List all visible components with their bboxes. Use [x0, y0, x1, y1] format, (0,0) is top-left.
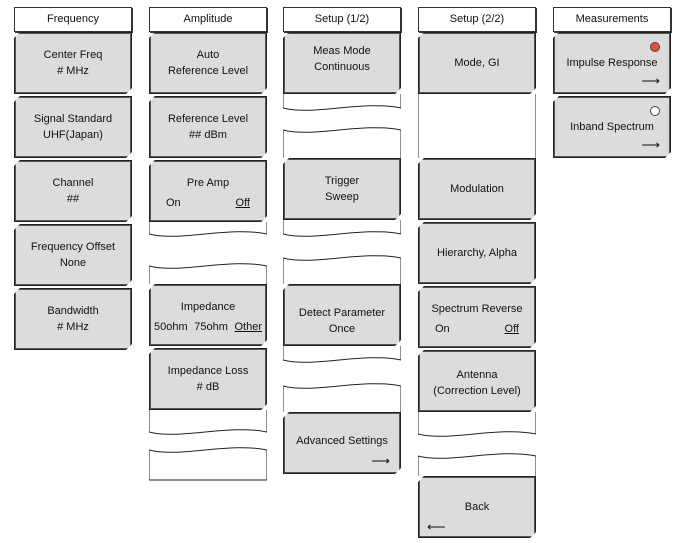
key-label: Impedance Loss [167, 365, 249, 377]
key-label: Antenna [456, 369, 498, 381]
key-label: Channel [52, 177, 94, 189]
key-label: Impedance [180, 301, 236, 313]
pre-amp-key[interactable]: Pre Amp On Off [149, 160, 267, 222]
spectrum-reverse-key[interactable]: Spectrum Reverse On Off [418, 286, 536, 348]
setup2-menu-header: Setup (2/2) [418, 7, 536, 32]
blank-key-gap [149, 222, 267, 284]
key-value: UHF(Japan) [43, 129, 103, 141]
option-on: On [435, 323, 450, 335]
key-label: Hierarchy, Alpha [437, 247, 517, 259]
option-other-selected: Other [234, 321, 262, 333]
channel-key[interactable]: Channel ## [14, 160, 132, 222]
blank-key-gap [418, 412, 536, 476]
center-freq-key[interactable]: Center Freq # MHz [14, 32, 132, 94]
key-label: Inband Spectrum [570, 121, 654, 133]
key-label: Reference Level [167, 113, 249, 125]
antenna-key[interactable]: Antenna (Correction Level) [418, 350, 536, 412]
arrow-left-icon: ⟵ [427, 519, 446, 534]
key-value: ## dBm [189, 129, 227, 141]
key-label-line2: Reference Level [167, 65, 249, 77]
inactive-indicator-icon [650, 106, 660, 116]
key-label: Frequency Offset [30, 241, 116, 253]
key-label: Back [464, 501, 490, 513]
frequency-menu-header: Frequency [14, 7, 132, 32]
option-on: On [166, 197, 181, 209]
key-value: # MHz [57, 65, 89, 77]
option-75ohm: 75ohm [194, 321, 228, 333]
key-label: Signal Standard [33, 113, 113, 125]
option-off-selected: Off [504, 323, 519, 335]
arrow-right-icon: ⟶ [641, 73, 660, 88]
key-value: None [59, 257, 87, 269]
key-label: Mode, GI [454, 57, 500, 69]
key-label: Trigger [324, 175, 360, 187]
key-label: Modulation [450, 183, 504, 195]
active-indicator-icon [650, 42, 660, 52]
inband-spectrum-key[interactable]: Inband Spectrum ⟶ [553, 96, 671, 158]
blank-key-gap [283, 94, 401, 158]
mode-gi-key[interactable]: Mode, GI [418, 32, 536, 94]
key-label: Center Freq [43, 49, 103, 61]
key-label: Advanced Settings [296, 435, 388, 447]
modulation-key[interactable]: Modulation [418, 158, 536, 220]
key-value: (Correction Level) [433, 385, 521, 397]
key-value: Continuous [314, 61, 370, 73]
key-label: Detect Parameter [298, 307, 386, 319]
key-value: Once [328, 323, 356, 335]
back-key[interactable]: Back ⟵ [418, 476, 536, 538]
blank-key-gap [283, 220, 401, 284]
hierarchy-alpha-key[interactable]: Hierarchy, Alpha [418, 222, 536, 284]
measurements-menu-header: Measurements [553, 7, 671, 32]
key-label: Spectrum Reverse [431, 303, 523, 315]
impedance-loss-key[interactable]: Impedance Loss # dB [149, 348, 267, 410]
key-label: Meas Mode [313, 45, 371, 57]
amplitude-menu-header: Amplitude [149, 7, 267, 32]
blank-key-gap [283, 346, 401, 412]
key-value: Sweep [325, 191, 359, 203]
key-label: Auto [196, 49, 220, 61]
arrow-right-icon: ⟶ [641, 137, 660, 152]
key-label: Bandwidth [47, 305, 99, 317]
blank-key-gap [418, 94, 536, 158]
key-value: # dB [196, 381, 220, 393]
impedance-key[interactable]: Impedance 50ohm 75ohm Other [149, 284, 267, 346]
reference-level-key[interactable]: Reference Level ## dBm [149, 96, 267, 158]
option-50ohm: 50ohm [154, 321, 188, 333]
blank-key-gap [149, 410, 267, 481]
impulse-response-key[interactable]: Impulse Response ⟶ [553, 32, 671, 94]
bandwidth-key[interactable]: Bandwidth # MHz [14, 288, 132, 350]
advanced-settings-key[interactable]: Advanced Settings ⟶ [283, 412, 401, 474]
setup1-menu-header: Setup (1/2) [283, 7, 401, 32]
key-label: Pre Amp [186, 177, 230, 189]
key-label: Impulse Response [566, 57, 658, 69]
key-value: # MHz [57, 321, 89, 333]
key-value: ## [66, 193, 80, 205]
option-off-selected: Off [235, 197, 250, 209]
arrow-right-icon: ⟶ [371, 453, 390, 468]
